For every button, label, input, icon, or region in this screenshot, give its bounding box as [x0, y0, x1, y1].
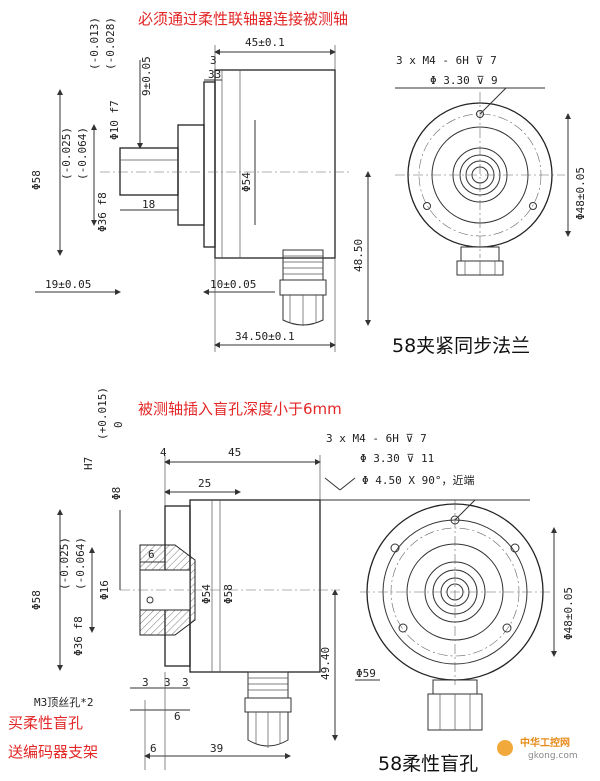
- top-spigot: [177, 124, 205, 226]
- bottom-dim-pcd48: Φ48±0.05: [562, 587, 575, 640]
- top-dim-45: 45±0.1: [245, 36, 285, 49]
- bottom-dim-dia58b: Φ58: [222, 584, 235, 604]
- bottom-dim-dia16: Φ16: [98, 580, 111, 600]
- bottom-note: 被测轴插入盲孔深度小于6mm: [138, 400, 342, 418]
- top-dim-tol-spig2: (-0.064): [76, 127, 89, 180]
- top-dim-9: 9±0.05: [140, 56, 153, 96]
- bottom-side-note: 买柔性盲孔: [8, 714, 83, 732]
- bottom-side-view: [57, 455, 340, 770]
- bottom-dim-3c: 3: [182, 676, 189, 689]
- top-housing: [214, 69, 336, 259]
- top-dim-tol-shaft: (-0.013): [88, 17, 101, 70]
- bottom-dim-45: 45: [228, 446, 241, 459]
- gear-icon: [497, 740, 513, 756]
- top-side-view: [35, 45, 371, 352]
- bottom-dim-3b: 3: [164, 676, 171, 689]
- top-dim-33: 33: [208, 68, 221, 81]
- bottom-dim-holes2: Φ 3.30 ⊽ 11: [360, 452, 434, 465]
- bottom-dim-6b: 6: [174, 710, 181, 723]
- top-dim-holes2: Φ 3.30 ⊽ 9: [430, 74, 498, 87]
- top-dim-4850: 48.50: [352, 239, 365, 272]
- bottom-dim-dia8: Φ8: [110, 487, 123, 500]
- top-dim-tol-spig: (-0.025): [60, 127, 73, 180]
- top-dim-36: Φ36 f8: [96, 192, 109, 232]
- bottom-dim-tol-spig: (-0.025): [58, 537, 71, 590]
- bottom-dim-tol-spig2: (-0.064): [74, 537, 87, 590]
- top-caption: 58夹紧同步法兰: [392, 335, 530, 357]
- bottom-dim-25: 25: [198, 477, 211, 490]
- bottom-dim-tol-bore: (+0.015): [96, 387, 109, 440]
- bottom-dim-tol-bore2: 0: [112, 421, 125, 428]
- bottom-dim-4940: 49.40: [319, 647, 332, 680]
- watermark-brand: 中华工控网: [520, 736, 570, 749]
- bottom-dim-6c: 6: [150, 742, 157, 755]
- top-dim-19: 19±0.05: [45, 278, 91, 291]
- top-shaft: [119, 147, 179, 196]
- top-cable-gland: [279, 249, 327, 326]
- top-dim-tol-shaft2: (-0.028): [104, 17, 117, 70]
- top-dim-3450: 34.50±0.1: [235, 330, 295, 343]
- top-flange: [203, 81, 216, 248]
- top-dim-10: 10±0.05: [210, 278, 256, 291]
- bottom-dim-3a: 3: [142, 676, 149, 689]
- top-dim-pcd48: Φ48±0.05: [574, 167, 587, 220]
- top-dim-holes: 3 x M4 - 6H ⊽ 7: [396, 54, 497, 67]
- top-dim-shaft-dia: Φ10 f7: [108, 100, 121, 140]
- bottom-dim-h7: H7: [82, 457, 95, 470]
- watermark-url: gkong.com: [528, 751, 578, 761]
- top-dim-54: Φ54: [240, 172, 253, 192]
- bottom-cable-gland: [244, 671, 292, 748]
- top-dim-58: Φ58: [30, 170, 43, 190]
- bottom-dim-dia58: Φ58: [30, 590, 43, 610]
- bottom-dim-dia36: Φ36 f8: [72, 616, 85, 656]
- bottom-dim-dia59: Φ59: [356, 667, 376, 680]
- top-dim-18: 18: [142, 198, 155, 211]
- bottom-dim-holes: 3 x M4 - 6H ⊽ 7: [326, 432, 427, 445]
- bottom-dim-chamfer: Φ 4.50 X 90°，近端: [362, 474, 474, 487]
- top-front-view: [395, 87, 571, 276]
- bottom-dim-6: 6: [148, 548, 155, 561]
- watermark-logo: 中华工控网 gkong.com: [497, 736, 578, 761]
- top-note: 必须通过柔性联轴器连接被测轴: [138, 10, 348, 28]
- bottom-dim-setscrew: M3顶丝孔*2: [34, 696, 94, 709]
- bottom-dim-dia54: Φ54: [200, 584, 213, 604]
- bottom-caption: 58柔性盲孔: [378, 753, 478, 775]
- bottom-side-note2: 送编码器支架: [8, 743, 98, 761]
- bottom-dim-4: 4: [160, 446, 167, 459]
- top-dim-3: 3: [210, 54, 217, 67]
- bottom-front-view: [320, 477, 557, 731]
- bottom-dim-39: 39: [210, 742, 223, 755]
